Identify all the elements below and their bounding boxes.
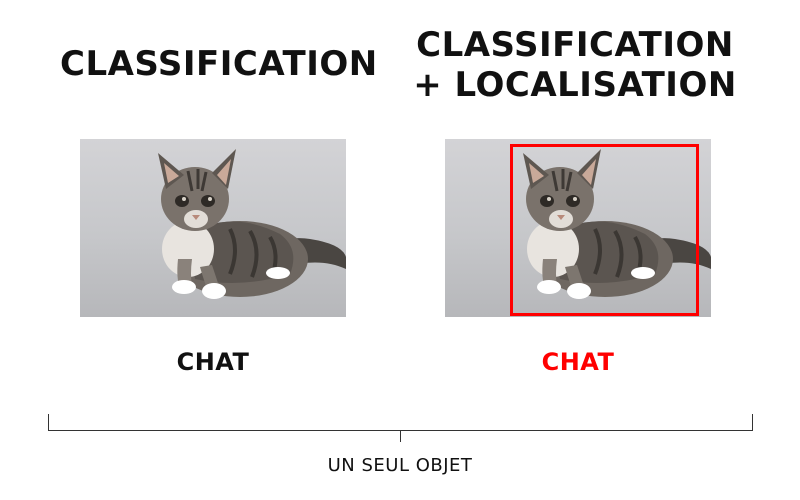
title-classification: CLASSIFICATION <box>60 44 378 84</box>
bracket-center-tick <box>400 430 401 442</box>
title-line-2: + LOCALISATION <box>413 65 737 105</box>
class-label-left: CHAT <box>176 348 250 376</box>
title-classification-localisation: CLASSIFICATION + LOCALISATION <box>410 25 740 105</box>
cat-illustration <box>523 149 711 299</box>
bounding-box <box>510 144 699 316</box>
bracket-right-tick <box>752 414 753 431</box>
bracket-left-tick <box>48 414 49 431</box>
title-line-1: CLASSIFICATION <box>416 25 734 65</box>
cat-photo-right <box>445 139 711 317</box>
cat-photo-left <box>80 139 346 317</box>
cat-illustration <box>158 149 346 299</box>
class-label-right: CHAT <box>541 348 615 376</box>
caption-single-object: UN SEUL OBJET <box>327 455 473 476</box>
title-text: CLASSIFICATION <box>60 44 378 84</box>
